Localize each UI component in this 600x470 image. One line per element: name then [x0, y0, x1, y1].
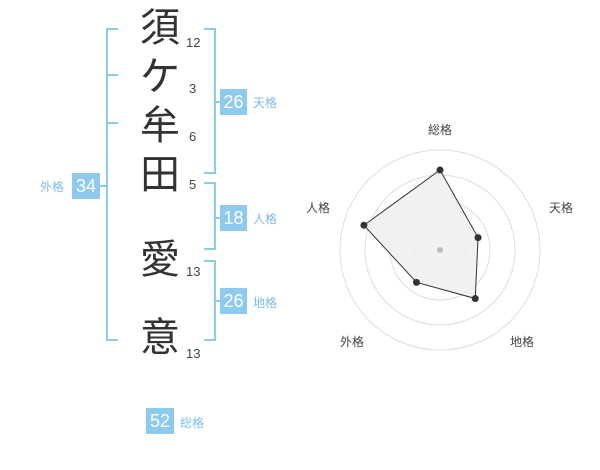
tenkaku-value-badge: 26 — [220, 89, 247, 115]
radar-grid-ring — [339, 149, 541, 351]
chikaku-label: 地格 — [253, 296, 278, 310]
stroke-count-3: 6 — [189, 129, 197, 144]
radar-point-2 — [474, 234, 482, 242]
gaikaku-value-badge: 34 — [72, 173, 100, 199]
jinkaku-bracket — [214, 182, 216, 250]
radar-shape — [363, 169, 479, 300]
name-char-3: 牟 — [140, 103, 180, 149]
radar-label-jinkaku: 人格 — [306, 201, 331, 215]
stroke-count-5: 13 — [186, 264, 201, 279]
chikaku-bracket-tick — [204, 260, 216, 262]
outer-bracket-connector — [100, 185, 108, 187]
jinkaku-bracket-tick — [204, 182, 216, 184]
chikaku-value-badge: 26 — [220, 288, 247, 314]
radar-center — [437, 247, 443, 253]
name-char-1: 須 — [140, 5, 180, 51]
jinkaku-value-badge: 18 — [220, 205, 247, 231]
tenkaku-bracket-tick — [204, 28, 216, 30]
outer-bracket-tick — [106, 28, 118, 30]
radar-label-tenkaku: 天格 — [549, 201, 574, 215]
radar-points — [360, 166, 482, 303]
soukaku-value-badge: 52 — [146, 408, 174, 434]
radar-label-chikaku: 地格 — [510, 335, 535, 349]
tenkaku-bracket-connector — [214, 101, 220, 103]
name-char-5: 愛 — [140, 237, 180, 283]
jinkaku-bracket-connector — [214, 217, 220, 219]
radar-point-1 — [436, 166, 444, 174]
outer-bracket-vertical — [106, 28, 108, 341]
radar-point-5 — [360, 221, 368, 229]
outer-bracket-tick — [106, 122, 118, 124]
radar-label-soukaku: 総格 — [428, 123, 453, 137]
chikaku-bracket-tick — [204, 339, 216, 341]
outer-bracket-tick — [106, 339, 118, 341]
stroke-count-4: 5 — [189, 177, 197, 192]
name-char-2: ケ — [140, 54, 180, 100]
stroke-count-1: 12 — [186, 35, 201, 50]
stroke-count-2: 3 — [189, 81, 197, 96]
stroke-count-6: 13 — [186, 346, 201, 361]
radar-label-gaikaku: 外格 — [340, 335, 365, 349]
chikaku-bracket-connector — [214, 300, 220, 302]
name-char-6: 意 — [140, 315, 180, 361]
jinkaku-bracket-tick — [204, 248, 216, 250]
gaikaku-label: 外格 — [40, 180, 65, 194]
radar-point-3 — [471, 295, 479, 303]
radar-point-4 — [412, 278, 420, 286]
name-char-4: 田 — [140, 152, 180, 198]
tenkaku-label: 天格 — [253, 96, 278, 110]
soukaku-label: 総格 — [180, 416, 205, 430]
tenkaku-bracket-tick — [204, 172, 216, 174]
outer-bracket-tick — [106, 74, 118, 76]
jinkaku-label: 人格 — [253, 212, 278, 226]
radar-chart — [339, 149, 541, 351]
